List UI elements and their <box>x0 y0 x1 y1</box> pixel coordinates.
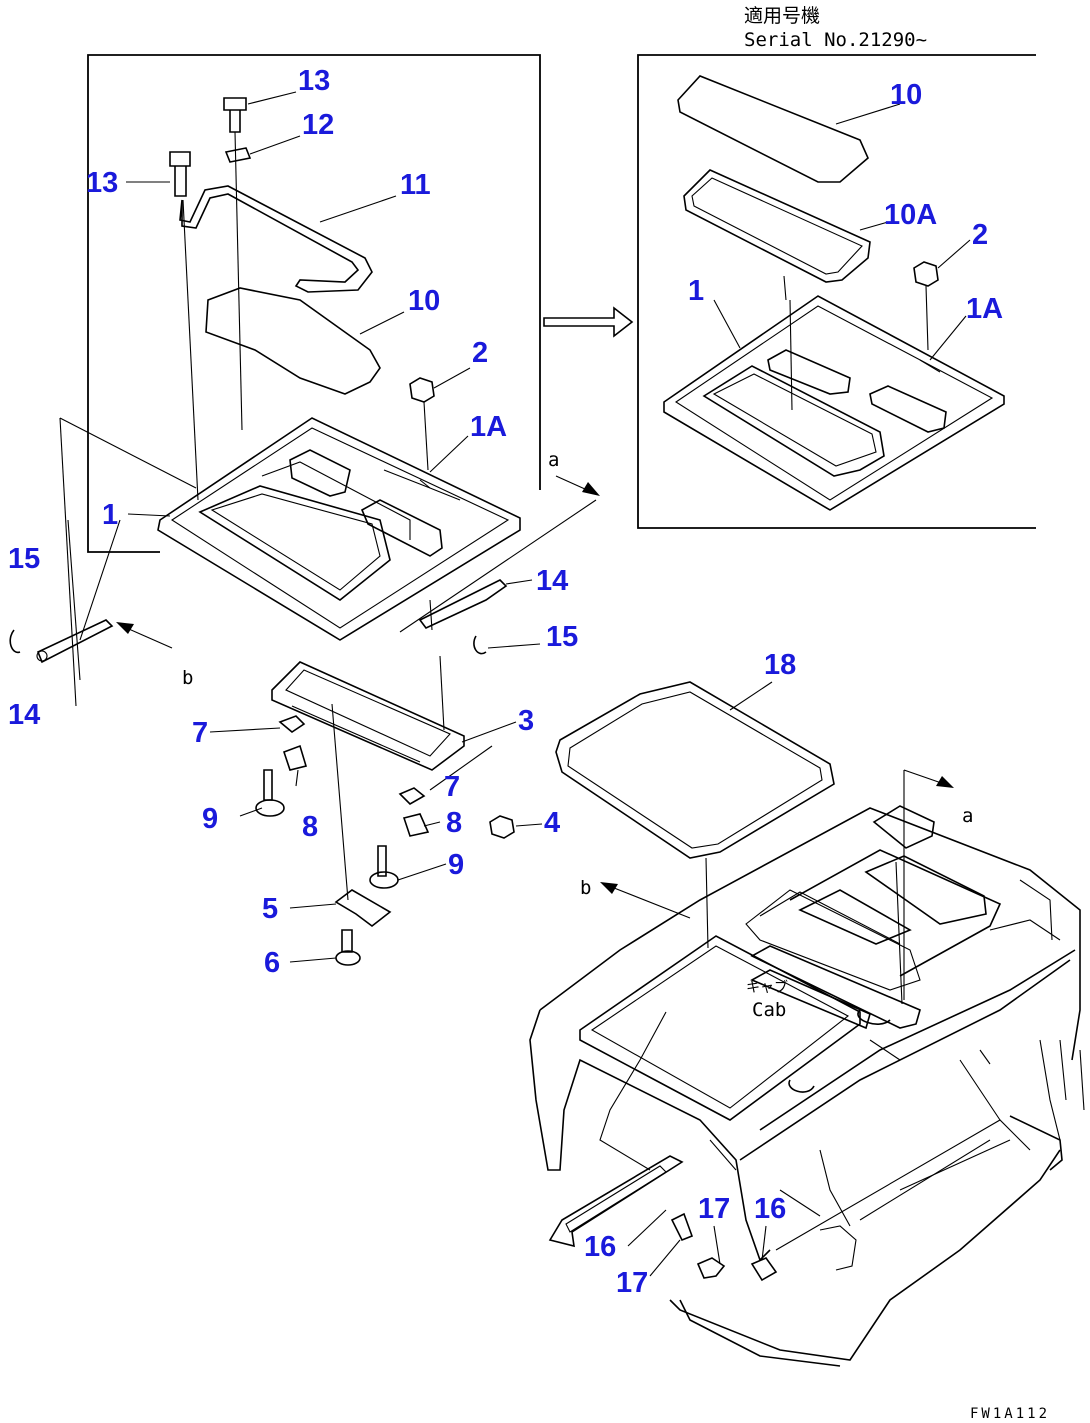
callout-7-right: 7 <box>444 771 460 803</box>
callout-8-left: 8 <box>302 811 318 843</box>
nut-2-left <box>409 377 435 471</box>
callout-2-right: 2 <box>972 219 988 251</box>
callout-9-right: 9 <box>448 849 464 881</box>
bracket-16-left <box>548 1155 684 1248</box>
view-arrow-a-right: a <box>903 769 973 1000</box>
view-arrow-b-left: b <box>116 622 193 689</box>
callout-13-top: 13 <box>298 65 330 97</box>
left-assembly-frame <box>87 54 541 553</box>
callout-16-lower: 16 <box>584 1231 616 1263</box>
frame-3 <box>271 655 465 771</box>
part-7-left <box>278 715 306 733</box>
figure-code: FW1A112 <box>970 1406 1050 1422</box>
callout-3: 3 <box>518 705 534 737</box>
part-8-right <box>402 813 430 837</box>
part-7-right <box>398 745 493 805</box>
callout-6: 6 <box>264 947 280 979</box>
clip-15-right <box>473 635 541 655</box>
callout-1-left: 1 <box>102 499 118 531</box>
bolt-6 <box>335 929 361 966</box>
glass-10-right <box>677 75 869 183</box>
clip-17-right <box>696 1257 726 1279</box>
callout-16-upper: 16 <box>754 1193 786 1225</box>
callout-7-left: 7 <box>192 717 208 749</box>
callout-leaders <box>126 91 971 1277</box>
bolt-9-left <box>255 769 285 817</box>
callout-12: 12 <box>302 109 334 141</box>
bolt-13-top <box>223 97 247 431</box>
view-arrow-a-left: a <box>399 449 600 633</box>
serial-number-label: Serial No.21290~ <box>744 29 927 51</box>
callout-10-right: 10 <box>890 79 922 111</box>
bolt-9-right <box>369 845 399 889</box>
right-inset-frame <box>637 54 1036 529</box>
projection-lines-left <box>59 417 197 707</box>
callout-1A-left: 1A <box>470 411 507 443</box>
callout-10A: 10A <box>884 199 937 231</box>
clip-15-left <box>9 629 21 654</box>
view-mark-b-left: b <box>182 667 193 689</box>
rod-14-left <box>36 619 114 664</box>
callout-1-right: 1 <box>688 275 704 307</box>
bracket-16-right <box>750 1257 778 1282</box>
applicable-label-jp: 適用号機 <box>744 5 820 27</box>
view-mark-a-left: a <box>548 449 559 471</box>
callout-18: 18 <box>764 649 796 681</box>
bolt-13-left <box>169 151 199 501</box>
part-8-left <box>282 744 308 771</box>
callout-8-right: 8 <box>446 807 462 839</box>
view-mark-b-right: b <box>580 877 591 899</box>
frame-11 <box>179 185 373 293</box>
callout-4: 4 <box>544 807 560 839</box>
nut-4 <box>489 815 515 839</box>
cab-body <box>529 805 1085 1367</box>
cab-label-en: Cab <box>752 999 786 1021</box>
cab-label-jp: キャブ <box>746 979 788 996</box>
callout-9-left: 9 <box>202 803 218 835</box>
washer-12 <box>224 147 252 163</box>
seal-10A <box>683 169 871 301</box>
view-arrow-b-right: b <box>580 877 691 919</box>
cab-leaders <box>599 1011 851 1227</box>
callout-17-lower: 17 <box>616 1267 648 1299</box>
seal-18 <box>555 681 835 949</box>
callout-17-upper: 17 <box>698 1193 730 1225</box>
callout-14-right: 14 <box>536 565 568 597</box>
callout-2-left: 2 <box>472 337 488 369</box>
callout-5: 5 <box>262 893 278 925</box>
roof-panel-1-right <box>663 295 1005 511</box>
callout-15-left: 15 <box>8 543 40 575</box>
rod-14-right <box>418 579 533 629</box>
transition-arrow <box>543 306 634 338</box>
plate-5 <box>331 703 392 928</box>
clip-17-left <box>670 1212 694 1242</box>
callout-10-left: 10 <box>408 285 440 317</box>
callout-13-left: 13 <box>86 167 118 199</box>
nut-2-right <box>913 261 939 351</box>
glass-10-left <box>205 287 381 395</box>
roof-panel-1-left <box>157 417 521 641</box>
callout-1A-right: 1A <box>966 293 1003 325</box>
callout-15-right: 15 <box>546 621 578 653</box>
callout-14-left: 14 <box>8 699 40 731</box>
callout-11: 11 <box>400 169 431 201</box>
view-mark-a-right: a <box>962 805 973 827</box>
